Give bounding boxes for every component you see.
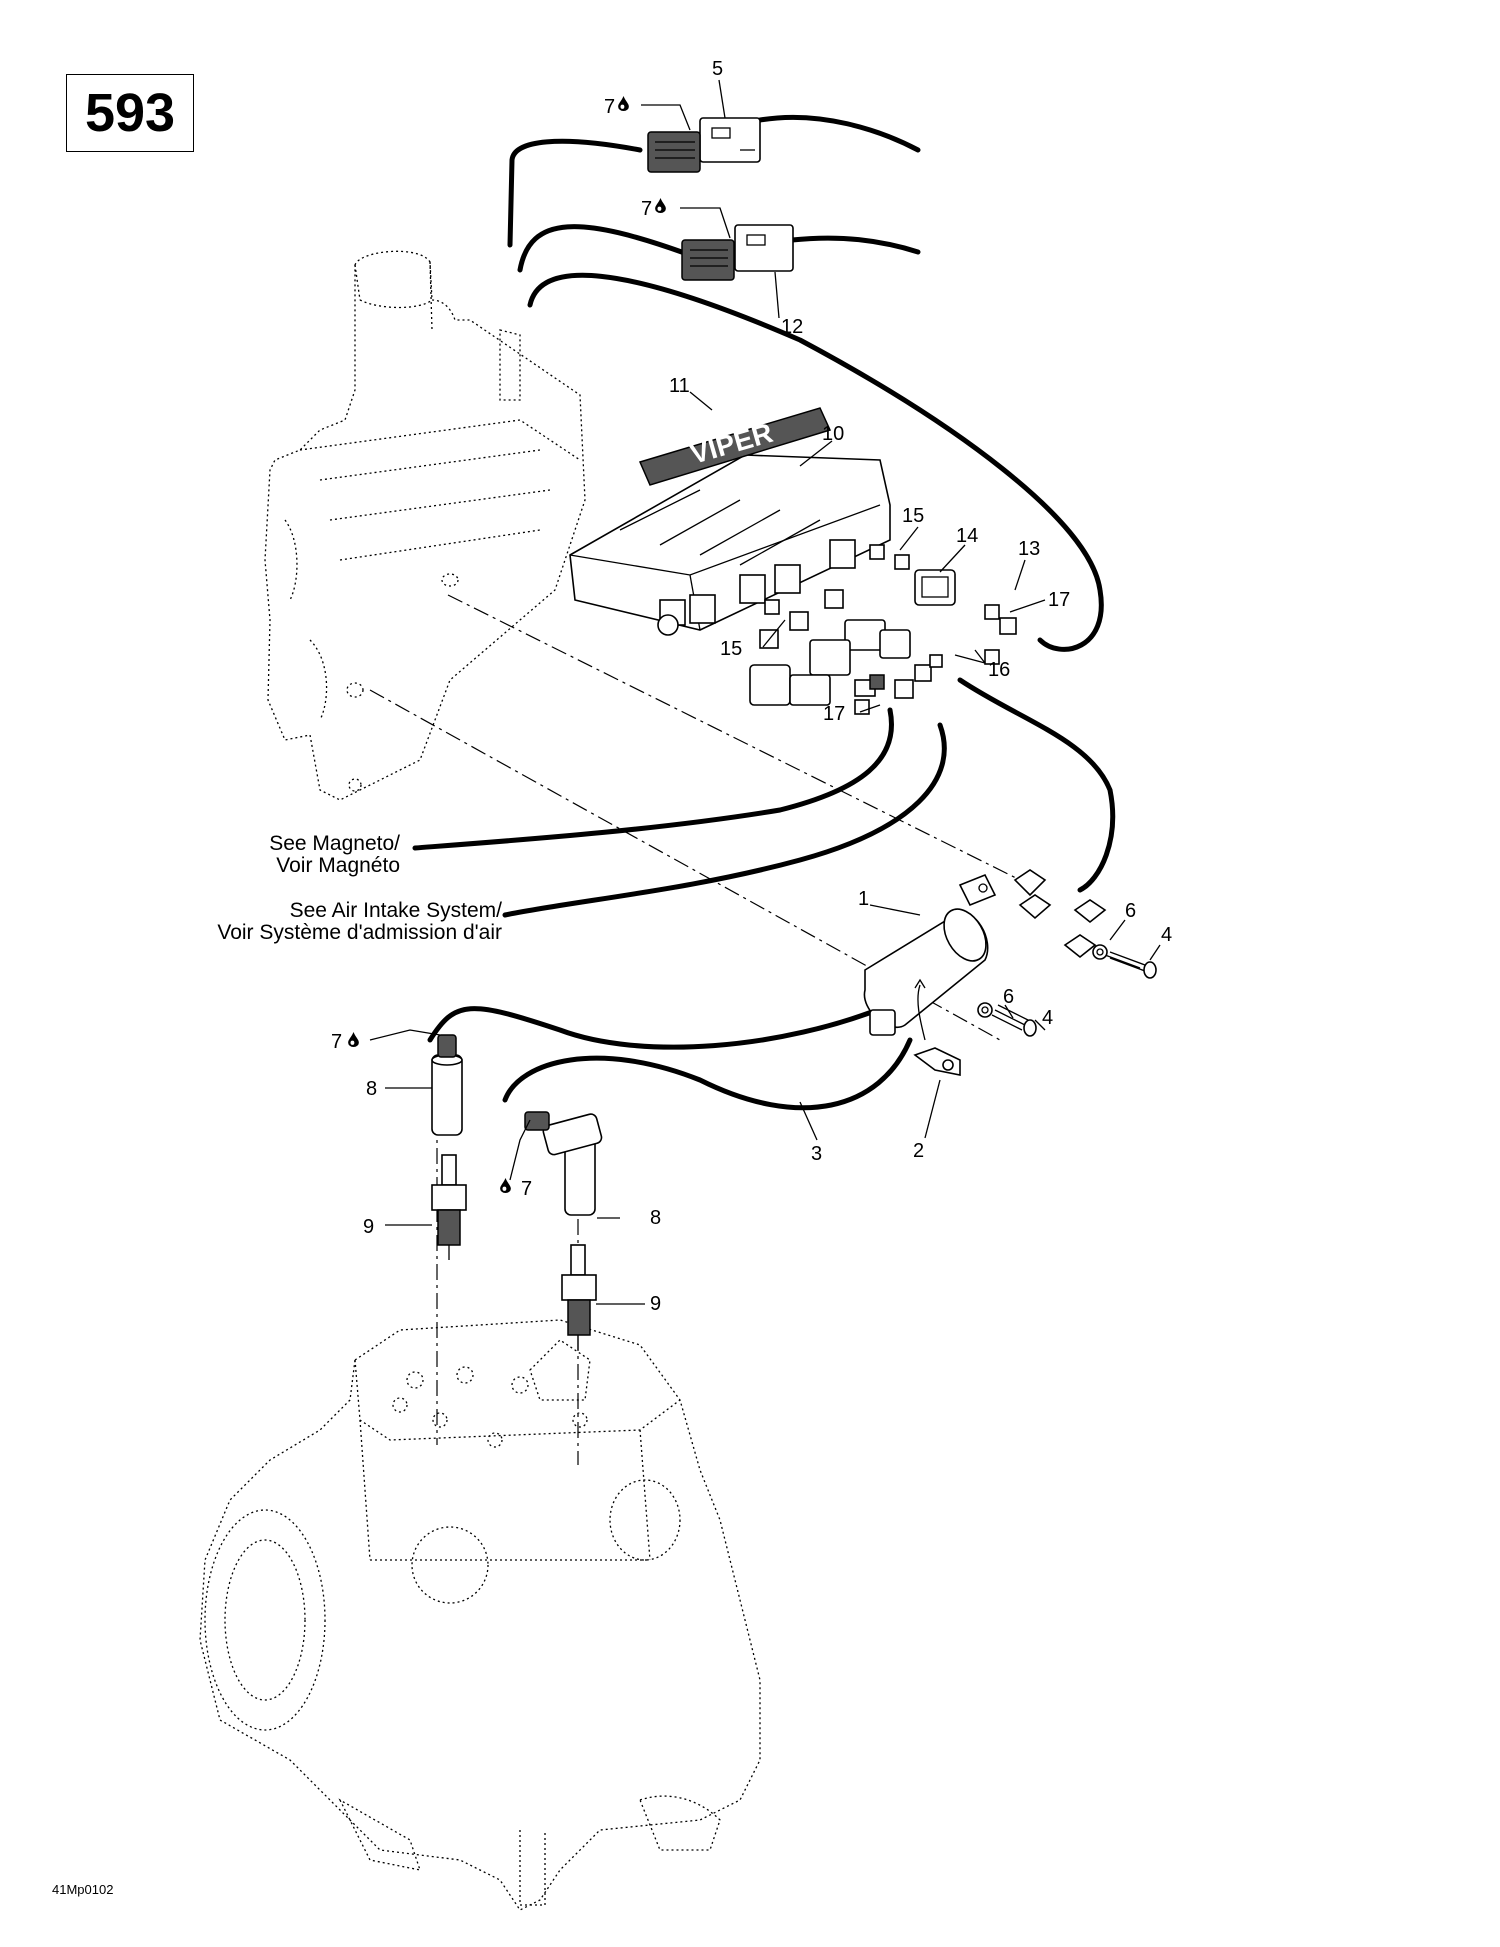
washer-6a xyxy=(1092,944,1108,960)
drop-icon xyxy=(655,198,666,213)
oil-tank xyxy=(264,250,586,801)
wiring-harness xyxy=(412,114,1116,1111)
callout-6b: 6 xyxy=(1003,986,1014,1008)
callout-6a: 6 xyxy=(1125,900,1136,922)
note-air-intake: See Air Intake System/ Voir Système d'ad… xyxy=(100,900,502,944)
connector-7b xyxy=(681,239,735,281)
engine-block xyxy=(199,1319,761,1911)
note-magneto-line1: See Magneto/ xyxy=(269,832,400,855)
callout-15b: 15 xyxy=(720,638,742,660)
note-air-intake-line2: Voir Système d'admission d'air xyxy=(217,921,502,944)
callout-7a: 7 xyxy=(604,96,615,118)
callout-9b: 9 xyxy=(650,1293,661,1315)
small-connectors xyxy=(749,544,1017,715)
callout-8b: 8 xyxy=(650,1207,661,1229)
callout-9a: 9 xyxy=(363,1216,374,1238)
drop-icon xyxy=(348,1032,359,1047)
spark-plug-cap-right xyxy=(524,1111,603,1216)
connector-12 xyxy=(734,224,794,272)
ecu-module xyxy=(569,454,891,636)
screw-4a xyxy=(1104,951,1157,979)
drop-icon xyxy=(500,1178,511,1193)
connector-7a xyxy=(647,131,701,173)
callout-4a: 4 xyxy=(1161,924,1172,946)
callout-17a: 17 xyxy=(1048,589,1070,611)
callout-1: 1 xyxy=(858,888,869,910)
ignition-coil xyxy=(863,873,997,1036)
washer-6b xyxy=(977,1002,993,1018)
callout-4b: 4 xyxy=(1042,1007,1053,1029)
callout-numbers: 5 7 7 12 11 10 15 14 13 17 15 16 17 1 6 … xyxy=(331,58,1172,1315)
callout-5: 5 xyxy=(712,58,723,80)
callout-7c: 7 xyxy=(331,1031,342,1053)
callout-10: 10 xyxy=(822,423,844,445)
spark-plug-left xyxy=(431,1154,467,1260)
diagram-code-box: 593 xyxy=(66,74,194,152)
diagram-code: 593 xyxy=(84,83,176,143)
connector-5 xyxy=(699,117,761,163)
coil-terminals xyxy=(1013,869,1107,959)
figure-reference: 41Mp0102 xyxy=(52,1882,114,1897)
callout-8a: 8 xyxy=(366,1078,377,1100)
callout-11: 11 xyxy=(669,375,690,397)
drop-icon xyxy=(618,96,629,111)
clip-2 xyxy=(913,978,961,1076)
note-magneto-line2: Voir Magnéto xyxy=(276,854,400,877)
spark-plug-cap-left xyxy=(431,1034,463,1136)
callout-15a: 15 xyxy=(902,505,924,527)
note-air-intake-line1: See Air Intake System/ xyxy=(289,899,502,922)
callout-17b: 17 xyxy=(823,703,845,725)
connector-14 xyxy=(914,569,956,606)
callout-13: 13 xyxy=(1018,538,1040,560)
drop-icons xyxy=(348,96,666,1193)
spark-plug-right xyxy=(561,1244,597,1350)
callout-14: 14 xyxy=(956,525,978,547)
callout-7d: 7 xyxy=(521,1178,532,1200)
leader-lines xyxy=(369,79,1161,1305)
callout-2: 2 xyxy=(913,1140,924,1162)
screw-4b xyxy=(991,1004,1037,1037)
callout-3: 3 xyxy=(811,1143,822,1165)
callout-7b: 7 xyxy=(641,198,652,220)
callout-12: 12 xyxy=(781,316,803,338)
callout-16: 16 xyxy=(988,659,1010,681)
note-magneto: See Magneto/ Voir Magnéto xyxy=(200,833,400,877)
